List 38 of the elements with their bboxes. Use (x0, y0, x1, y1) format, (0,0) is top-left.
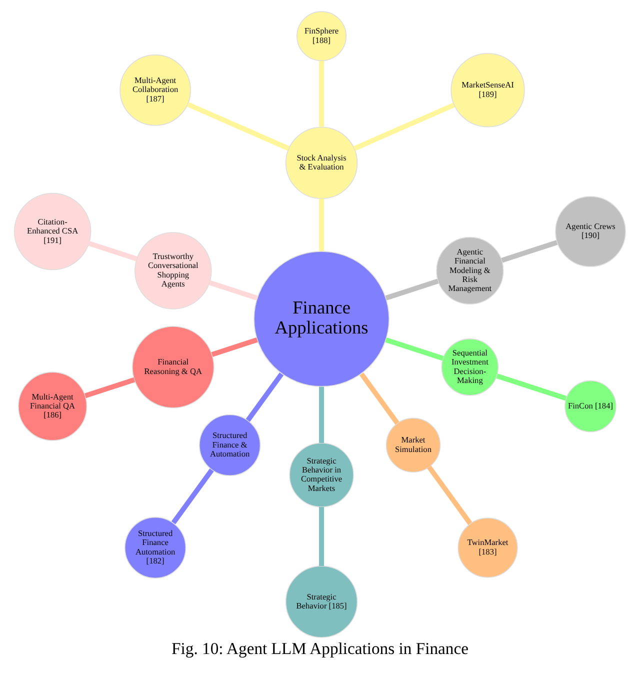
node-circle: MarketSenseAI [189] (450, 53, 525, 128)
node-circle: FinSphere [188] (296, 11, 347, 62)
connector (319, 60, 324, 127)
connector (427, 465, 472, 525)
connector (186, 102, 290, 151)
connector (385, 338, 444, 361)
node-circle: Structured Finance Automation [182] (124, 516, 186, 579)
connector (246, 372, 284, 422)
connector (359, 372, 400, 425)
node-circle: Market Simulation (386, 418, 441, 473)
node-circle: TwinMarket [183] (458, 518, 518, 578)
node-circle: Multi-Agent Collaboration [187] (120, 54, 191, 126)
node-circle: Agentic Financial Modeling & Risk Management (436, 236, 504, 305)
node-circle: Structured Finance & Automation (199, 414, 261, 476)
node-circle: Stock Analysis & Evaluation (285, 126, 358, 199)
caption: Fig. 10: Agent LLM Applications in Finance (172, 639, 468, 658)
node-circle: Sequential Investment Decision-Making (441, 338, 499, 396)
connector (319, 198, 324, 252)
node-circle: Finance Applications (254, 251, 390, 387)
node-circle: Strategic Behavior [185] (285, 566, 358, 638)
node-circle: FinCon [184] (564, 380, 616, 432)
connector (208, 280, 258, 300)
connector (319, 506, 324, 566)
node-circle: Strategic Behavior in Competitive Markets (289, 442, 354, 508)
connector (353, 102, 455, 151)
connector (88, 241, 138, 262)
node-circle: Agentic Crews [190] (555, 196, 626, 267)
node-circle: Financial Reasoning & QA (132, 326, 214, 408)
connector (496, 374, 567, 401)
node-circle: Multi-Agent Financial QA [186] (18, 372, 88, 441)
connector (385, 278, 439, 300)
node-circle: Citation-Enhanced CSA [191] (14, 192, 92, 270)
connector (319, 386, 324, 443)
connector (171, 468, 214, 524)
connector (211, 338, 258, 357)
connector (84, 377, 136, 398)
connector (501, 240, 558, 263)
node-circle: Trustworthy Conversational Shopping Agents (134, 232, 212, 310)
